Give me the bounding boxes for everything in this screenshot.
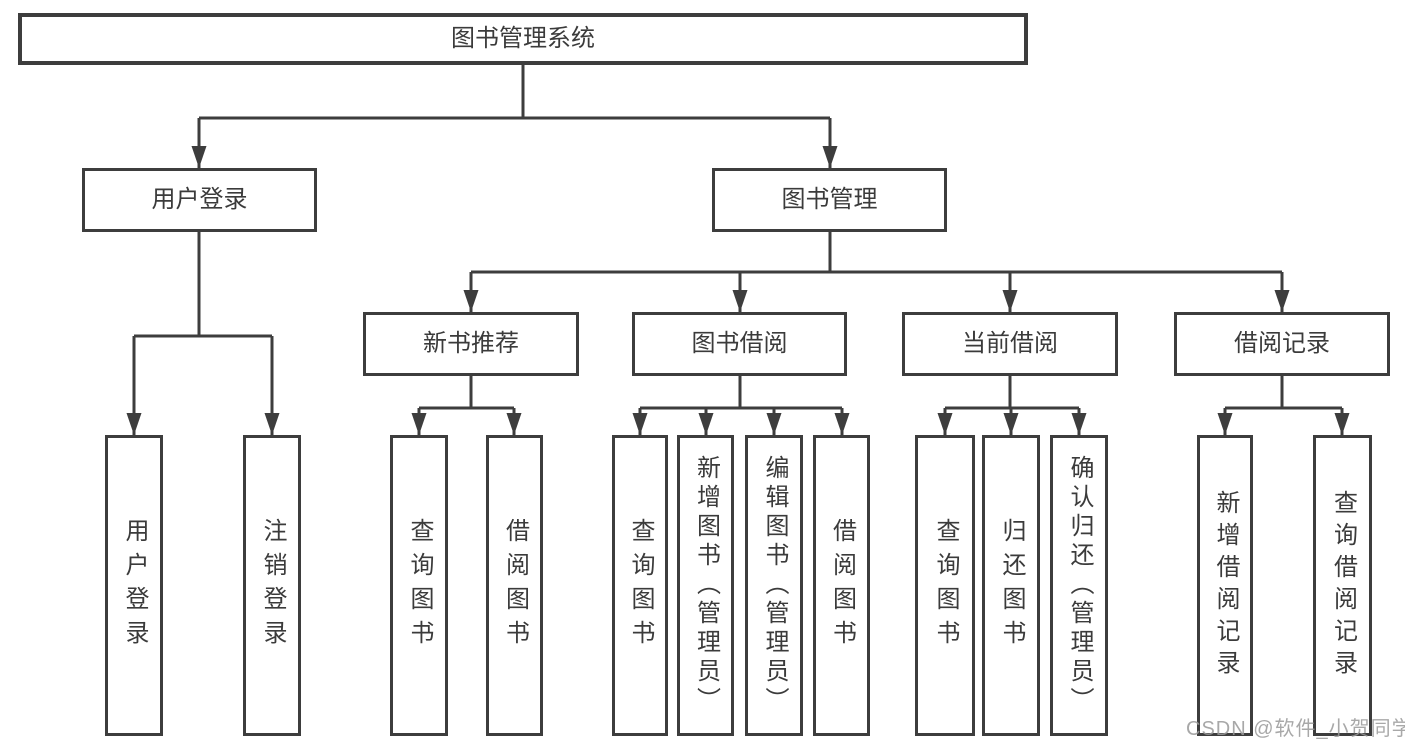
connector-book-borrowing-to-leaves — [632, 376, 850, 435]
leaf-bb-search-books-label: 查询图书 — [627, 517, 654, 654]
leaf-bb-search-books: 查询图书 — [612, 435, 668, 736]
connector-root-to-level2 — [191, 65, 838, 168]
connector-book-management-to-sections — [463, 232, 1290, 312]
leaf-bb-add-books-admin-label: 新增图书（管理员） — [692, 455, 720, 716]
node-book-borrowing: 图书借阅 — [632, 312, 847, 376]
node-book-management: 图书管理 — [712, 168, 947, 232]
leaf-nb-search-books-label: 查询图书 — [406, 517, 433, 654]
node-new-book-recommend: 新书推荐 — [363, 312, 579, 376]
csdn-watermark: CSDN @软件_小贺同学 — [1186, 718, 1405, 740]
leaf-bb-add-books-admin: 新增图书（管理员） — [677, 435, 734, 736]
node-root-label: 图书管理系统 — [451, 25, 595, 52]
node-user-login-label: 用户登录 — [151, 186, 248, 213]
leaf-br-add-record: 新增借阅记录 — [1197, 435, 1253, 736]
node-new-book-recommend-label: 新书推荐 — [423, 330, 519, 357]
node-borrowing-records-label: 借阅记录 — [1234, 330, 1330, 357]
leaf-cb-confirm-return-admin-label: 确认归还（管理员） — [1066, 455, 1093, 716]
connector-borrowing-records-to-leaves — [1217, 376, 1350, 435]
leaf-cb-search-books: 查询图书 — [915, 435, 975, 736]
node-book-management-label: 图书管理 — [781, 186, 878, 213]
leaf-user-login: 用户登录 — [105, 435, 163, 736]
node-root: 图书管理系统 — [18, 13, 1028, 65]
leaf-cb-return-books: 归还图书 — [982, 435, 1040, 736]
connector-current-borrowing-to-leaves — [937, 376, 1087, 435]
node-user-login: 用户登录 — [82, 168, 317, 232]
connector-user-login-to-leaves — [126, 232, 280, 435]
leaf-br-search-record: 查询借阅记录 — [1313, 435, 1372, 736]
node-current-borrowing-label: 当前借阅 — [962, 330, 1058, 357]
leaf-logout-label: 注销登录 — [259, 517, 286, 654]
node-book-borrowing-label: 图书借阅 — [691, 330, 788, 357]
leaf-bb-borrow-books: 借阅图书 — [813, 435, 870, 736]
leaf-logout: 注销登录 — [243, 435, 301, 736]
leaf-bb-edit-books-admin: 编辑图书（管理员） — [745, 435, 803, 736]
leaf-bb-edit-books-admin-label: 编辑图书（管理员） — [761, 455, 788, 716]
leaf-cb-confirm-return-admin: 确认归还（管理员） — [1050, 435, 1108, 736]
node-borrowing-records: 借阅记录 — [1174, 312, 1390, 376]
leaf-bb-borrow-books-label: 借阅图书 — [828, 517, 856, 654]
leaf-nb-borrow-books: 借阅图书 — [486, 435, 543, 736]
connector-new-book-recommend-to-leaves — [411, 376, 522, 435]
leaf-cb-return-books-label: 归还图书 — [998, 517, 1025, 654]
leaf-user-login-label: 用户登录 — [121, 517, 148, 654]
leaf-nb-search-books: 查询图书 — [390, 435, 448, 736]
leaf-br-add-record-label: 新增借阅记录 — [1212, 489, 1239, 682]
node-current-borrowing: 当前借阅 — [902, 312, 1118, 376]
leaf-nb-borrow-books-label: 借阅图书 — [501, 517, 529, 654]
leaf-br-search-record-label: 查询借阅记录 — [1329, 489, 1357, 682]
leaf-cb-search-books-label: 查询图书 — [932, 517, 959, 654]
